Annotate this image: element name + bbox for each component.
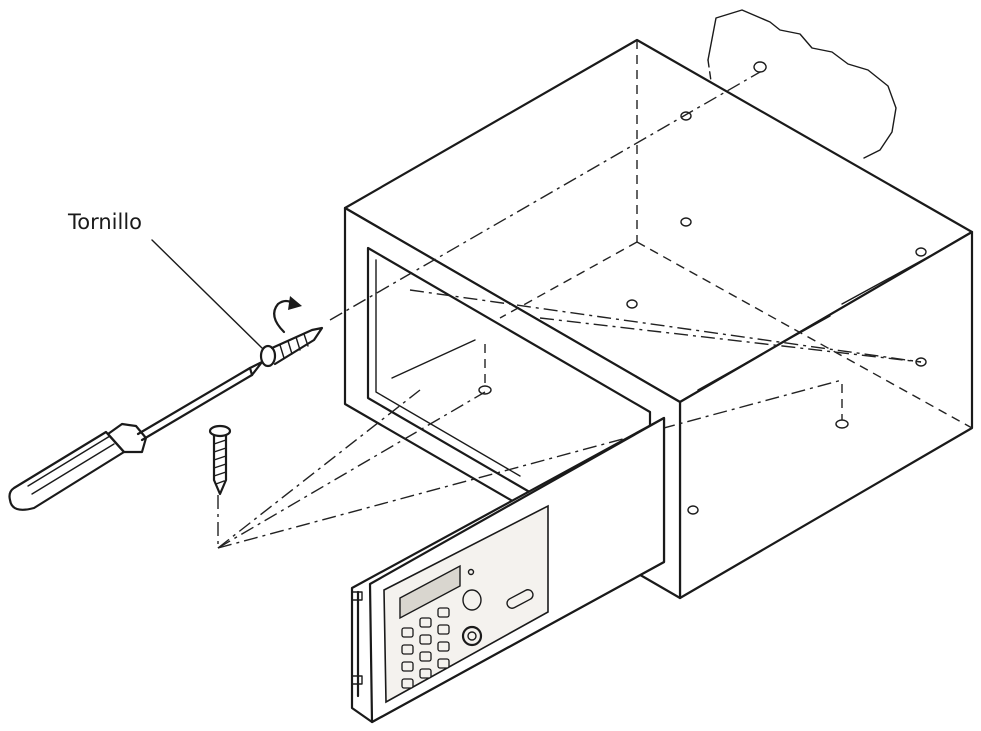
screw-label: Tornillo [67,210,142,234]
safe-door [350,416,666,724]
callout-leader [151,239,263,349]
handle-icon [506,589,534,609]
keypad-keys [401,607,450,689]
rotate-arrow-icon [273,296,302,334]
keypad-display [399,564,461,620]
alignment-lines [217,71,922,549]
safe-box-icon [343,38,974,600]
screw-icon [208,424,232,496]
knob-icon [462,589,482,611]
screw-icon [259,326,324,368]
screwdriver-icon [8,360,264,511]
lock-cylinder-icon [461,625,483,647]
